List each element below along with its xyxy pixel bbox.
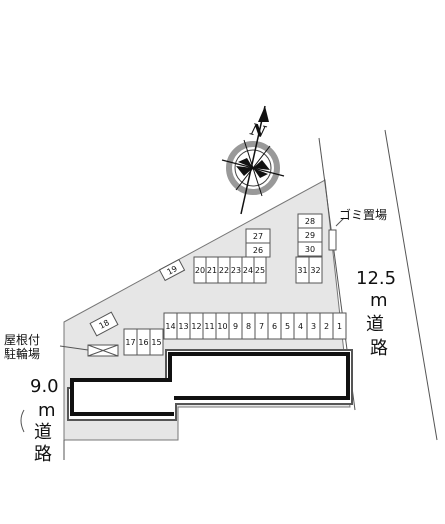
parking-slot-box	[332, 312, 347, 340]
parking-slot-9: 9	[233, 322, 238, 331]
east-road-width: 12.5	[356, 268, 396, 289]
parking-slot-17: 17	[125, 338, 135, 347]
parking-slot-29: 29	[305, 231, 315, 240]
garbage-label: ゴミ置場	[339, 207, 387, 222]
bike-parking-leader	[59, 345, 89, 351]
compass-icon	[221, 105, 285, 215]
building	[67, 349, 353, 421]
compass-north-letter: N	[248, 119, 269, 142]
parking-slot-21: 21	[207, 266, 217, 275]
east-road-char-2: 路	[370, 338, 388, 359]
parking-slot-18: 18	[89, 311, 119, 337]
east-road-edge-right	[384, 129, 438, 441]
parking-slot-1: 1	[337, 322, 342, 331]
parking-slot-15: 15	[151, 338, 161, 347]
parking-slot-27: 27	[253, 232, 263, 241]
parking-slot-24: 24	[243, 266, 253, 275]
bike-parking-label-2: 駐輪場	[4, 346, 40, 361]
parking-slot-23: 23	[231, 266, 241, 275]
bike-parking-label-1: 屋根付	[4, 333, 40, 347]
parking-slot-4: 4	[298, 322, 303, 331]
parking-slot-5: 5	[285, 322, 290, 331]
parking-slot-31: 31	[297, 266, 307, 275]
south-road-char-1: 道	[34, 422, 52, 443]
parking-slot-12: 12	[191, 322, 201, 331]
parking-slot-2: 2	[324, 322, 329, 331]
parking-slot-box	[149, 328, 164, 356]
parking-slot-10: 10	[217, 322, 227, 331]
parking-slot-30: 30	[305, 245, 315, 254]
parking-slot-14: 14	[165, 322, 175, 331]
parking-slot-7: 7	[259, 322, 264, 331]
svg-text:19: 19	[166, 264, 179, 277]
south-road-unit: m	[38, 400, 56, 421]
parking-slot-25: 25	[255, 266, 265, 275]
parking-slot-box	[297, 241, 323, 257]
parking-slot-16: 16	[138, 338, 148, 347]
parking-stack-28: 28 29 30	[297, 213, 323, 257]
parking-slot-6: 6	[272, 322, 277, 331]
parking-slot-13: 13	[178, 322, 188, 331]
parking-slot-box	[245, 242, 271, 258]
parking-slot-32: 32	[310, 266, 320, 275]
parking-slot-26: 26	[253, 246, 263, 255]
parking-slot-28: 28	[305, 217, 315, 226]
parking-slot-8: 8	[246, 322, 251, 331]
bike-parking-marker	[87, 344, 119, 357]
parking-slot-20: 20	[195, 266, 205, 275]
parking-slot-19: 19	[158, 258, 186, 282]
south-road-curve	[20, 409, 25, 433]
garbage-leader	[335, 217, 345, 227]
garbage-area-marker	[328, 229, 337, 251]
south-road-width: 9.0	[30, 376, 59, 397]
svg-text:18: 18	[98, 318, 111, 331]
parking-slot-11: 11	[204, 322, 214, 331]
parking-slot-22: 22	[219, 266, 229, 275]
parking-slot-3: 3	[311, 322, 316, 331]
south-road-char-2: 路	[34, 444, 52, 465]
parking-slot-box	[308, 256, 323, 284]
east-road-char-1: 道	[366, 314, 384, 335]
east-road-unit: m	[370, 290, 388, 311]
parking-stack-27: 27 26	[245, 228, 271, 258]
